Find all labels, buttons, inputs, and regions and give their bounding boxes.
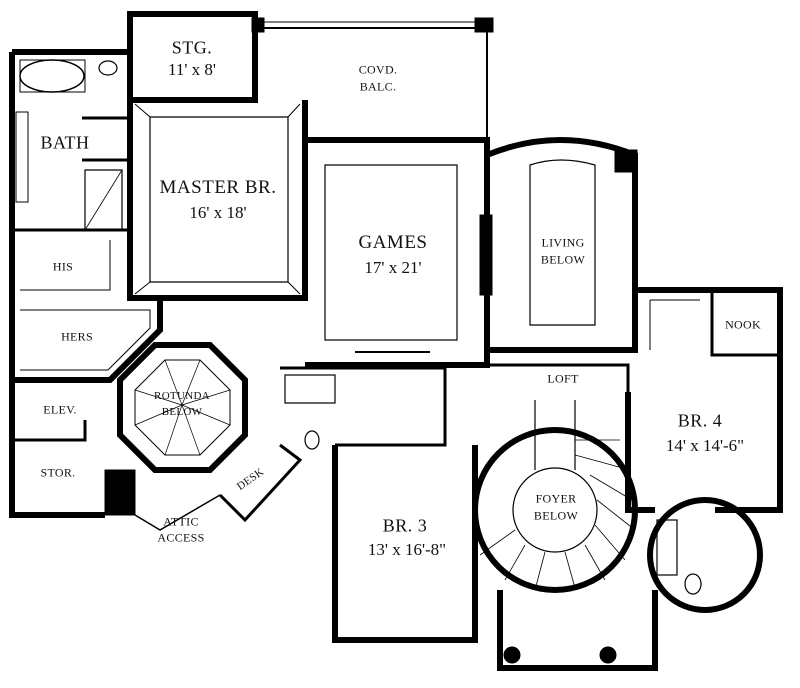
room-elev: ELEV. <box>43 402 77 417</box>
room-attic-line2: ACCESS <box>157 530 205 545</box>
room-games-dim: 17' x 21' <box>364 258 422 278</box>
br4-walls <box>635 287 783 513</box>
room-master-dim: 16' x 18' <box>189 203 247 223</box>
room-games-name: GAMES <box>358 232 428 254</box>
room-living-line2: BELOW <box>540 252 586 267</box>
room-stor: STOR. <box>40 465 76 480</box>
room-br3-name: BR. 3 <box>382 515 428 536</box>
room-his: HIS <box>52 259 74 274</box>
room-br3-dim: 13' x 16'-8" <box>367 540 447 560</box>
room-nook: NOOK <box>725 317 761 332</box>
rotunda <box>117 342 248 473</box>
room-hers: HERS <box>61 329 93 344</box>
room-loft: LOFT <box>547 371 579 386</box>
room-br4-name: BR. 4 <box>677 410 723 431</box>
room-covd-balc-line1: COVD. <box>358 62 398 77</box>
room-bath-name: BATH <box>40 132 90 153</box>
room-stg-name: STG. <box>171 37 213 58</box>
room-stg-dim: 11' x 8' <box>168 60 216 80</box>
round-bath <box>647 497 763 613</box>
room-foyer-line1: FOYER <box>535 491 577 506</box>
tub <box>19 59 85 93</box>
room-master-name: MASTER BR. <box>159 177 277 199</box>
room-foyer-line2: BELOW <box>533 508 579 523</box>
room-br4-dim: 14' x 14'-6" <box>665 436 745 456</box>
room-covd-balc-line2: BALC. <box>359 79 397 94</box>
room-rotunda-line1: ROTUNDA <box>154 390 210 403</box>
bath-walls <box>9 49 130 380</box>
room-living-line1: LIVING <box>541 235 585 250</box>
room-attic-line1: ATTIC <box>163 514 199 529</box>
master-walls <box>127 100 308 301</box>
room-rotunda-line2: BELOW <box>161 406 203 419</box>
